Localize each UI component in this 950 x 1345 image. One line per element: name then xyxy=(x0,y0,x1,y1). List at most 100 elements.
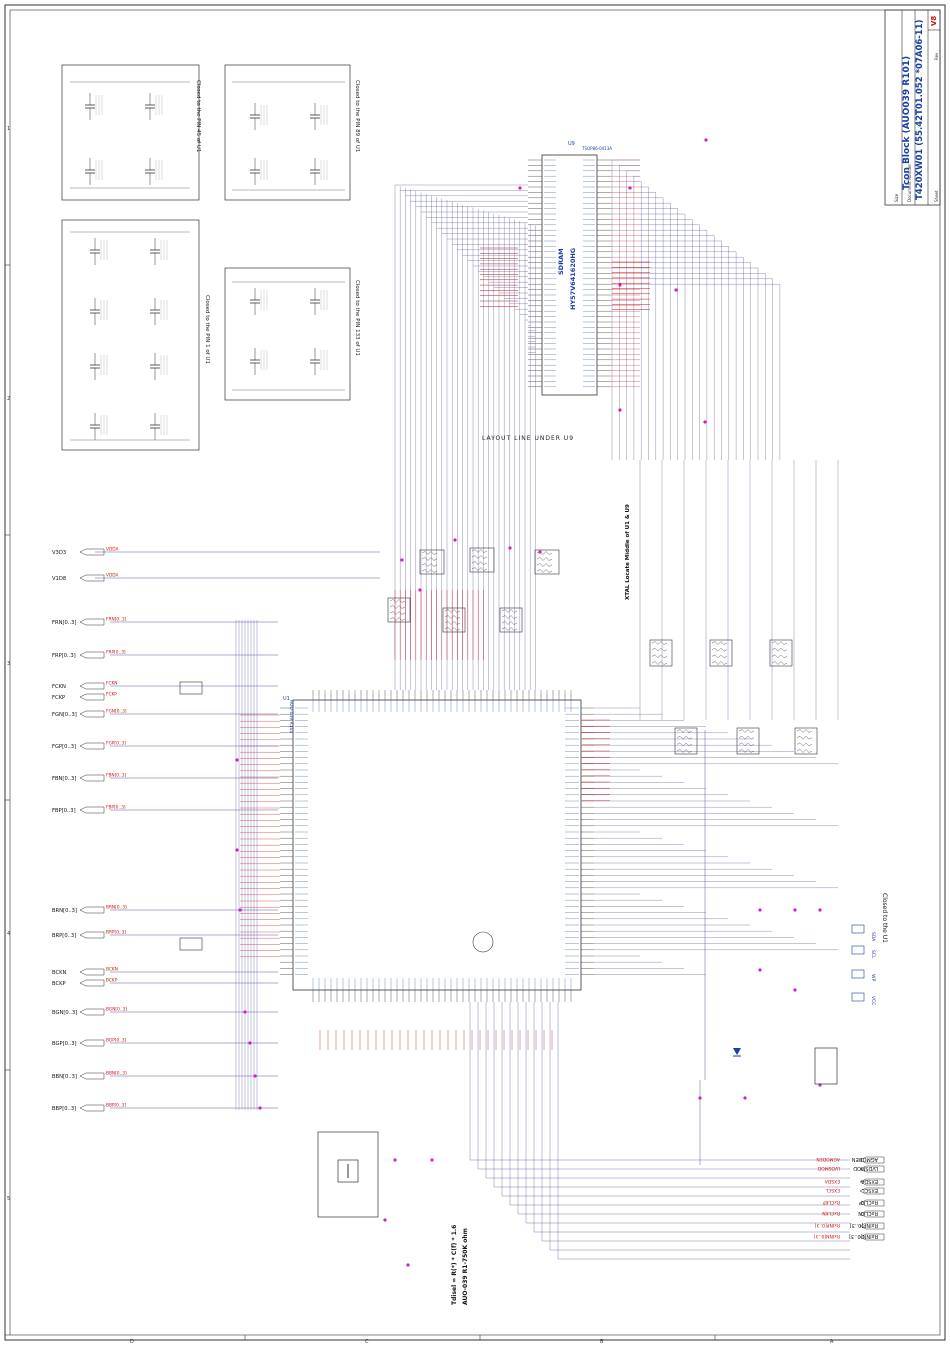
left-port[interactable]: FRP[0..3]FRP[0..3] xyxy=(52,650,126,660)
resistor-zigzag xyxy=(771,654,788,659)
right-port[interactable]: RxINP[0..3]RxINP[0..3] xyxy=(814,1222,885,1230)
left-port[interactable]: FRN[0..3]FRN[0..3] xyxy=(52,617,127,627)
model-text: T420XW01 (55.42T01.052 *07A06-11) xyxy=(915,19,925,200)
junction-dot xyxy=(743,1096,747,1100)
wp-label: WP xyxy=(870,974,876,981)
junction-dot xyxy=(698,1096,702,1100)
left-port-net: FRP[0..3] xyxy=(106,650,126,656)
resistor-network xyxy=(736,727,760,755)
left-port-label: V3D3 xyxy=(52,550,66,556)
junction-dot xyxy=(235,848,239,852)
resistor-zigzag xyxy=(796,749,813,753)
resistor-zigzag xyxy=(536,563,553,567)
left-port[interactable]: BBN[0..3]BBN[0..3] xyxy=(52,1071,127,1081)
port-arrow xyxy=(859,1222,885,1230)
right-port-label: AGMODEN xyxy=(852,1156,878,1162)
port-arrow xyxy=(79,618,105,626)
u9-part: HY57V641620HG xyxy=(569,248,577,310)
junction-dot xyxy=(674,288,678,292)
resistor-network xyxy=(674,727,698,755)
resistor-zigzag xyxy=(421,563,438,567)
right-port-label: RxCLKN xyxy=(858,1210,878,1216)
sheet-label: Sheet xyxy=(934,190,939,202)
left-port-label: FCKN xyxy=(52,684,66,690)
port-arrow xyxy=(79,931,105,939)
eeprom-u11 xyxy=(814,1047,838,1085)
u9-ref: U9 xyxy=(568,141,575,147)
resistor-network xyxy=(469,547,495,573)
border-col-label: D xyxy=(130,1339,134,1345)
left-port[interactable]: BRP[0..3]BRP[0..3] xyxy=(52,930,126,940)
resistor-zigzag xyxy=(444,627,461,631)
resistor-zigzag xyxy=(444,621,461,625)
resistor-zigzag xyxy=(471,549,488,553)
left-port[interactable]: FBP[0..3]FBP[0..3] xyxy=(52,805,126,815)
diode-d1 xyxy=(733,1048,741,1057)
left-port[interactable]: BGP[0..3]BGP[0..3] xyxy=(52,1038,127,1048)
left-port-label: V1D8 xyxy=(52,576,66,582)
border-row-label: 5 xyxy=(7,1196,10,1202)
right-port-label: RxINP[0..3] xyxy=(850,1222,878,1228)
resistor-zigzag xyxy=(421,557,438,561)
clock-transformer-bottom xyxy=(179,937,203,951)
tcon-u1-pins xyxy=(280,690,594,1002)
resistor-network xyxy=(419,549,445,575)
left-port[interactable]: BBP[0..3]BBP[0..3] xyxy=(52,1103,126,1113)
right-port-label: RxINN[0..3] xyxy=(849,1233,878,1239)
resistor-zigzag xyxy=(796,742,813,747)
left-port[interactable]: FGP[0..3]FGP[0..3] xyxy=(52,741,126,751)
resistor-network xyxy=(387,597,411,623)
size-label: Size xyxy=(894,193,899,202)
resistor-network xyxy=(534,549,560,575)
left-port[interactable]: BRN[0..3]BRN[0..3] xyxy=(52,905,127,915)
resistor-zigzag xyxy=(471,567,488,571)
right-port[interactable]: RxINN[0..3]RxINN[0..3] xyxy=(814,1233,885,1241)
junction-dot xyxy=(238,908,242,912)
left-port-net: BRN[0..3] xyxy=(106,905,127,911)
resistor-zigzag xyxy=(651,661,668,665)
left-port[interactable]: BGN[0..3]BGN[0..3] xyxy=(52,1007,127,1017)
resistor-zigzag xyxy=(738,729,755,733)
border-col-label: A xyxy=(830,1339,834,1345)
resistor-zigzag xyxy=(738,735,755,740)
left-port-label: FGN[0..3] xyxy=(52,712,77,718)
right-port-label: LVDSMOD xyxy=(853,1165,878,1171)
left-port[interactable]: FBN[0..3]FBN[0..3] xyxy=(52,773,127,783)
junction-dot xyxy=(430,1158,434,1162)
inner-frame xyxy=(9,9,941,1336)
junction-dot xyxy=(518,186,522,190)
resistor-zigzag xyxy=(536,557,553,561)
resistor-zigzag xyxy=(421,551,438,555)
resistor-networks xyxy=(387,547,818,755)
port-arrow xyxy=(79,710,105,718)
left-port[interactable]: FGN[0..3]FGN[0..3] xyxy=(52,709,127,719)
port-arrow xyxy=(79,574,105,582)
left-port-label: BCKN xyxy=(52,970,66,976)
resistor-network xyxy=(769,639,793,667)
u9-pkg: TSOP86-0413A xyxy=(581,146,612,151)
cap-box-top-mid: Closed to the PIN 89 of U1 xyxy=(224,64,360,201)
resistor-zigzag xyxy=(421,569,438,573)
title-block: Tcon Block (AUO039 R101) T420XW01 (55.42… xyxy=(884,9,941,206)
resistor-zigzag xyxy=(501,615,518,619)
junction-dot xyxy=(406,1263,410,1267)
note-layout: LAYOUT LINE UNDER U9 xyxy=(482,435,574,442)
left-port-net: BCKP xyxy=(106,978,118,984)
junction-dot xyxy=(703,420,707,424)
left-port-net: FGP[0..3] xyxy=(106,741,126,747)
junction-dot xyxy=(453,538,457,542)
port-arrow xyxy=(79,968,105,976)
